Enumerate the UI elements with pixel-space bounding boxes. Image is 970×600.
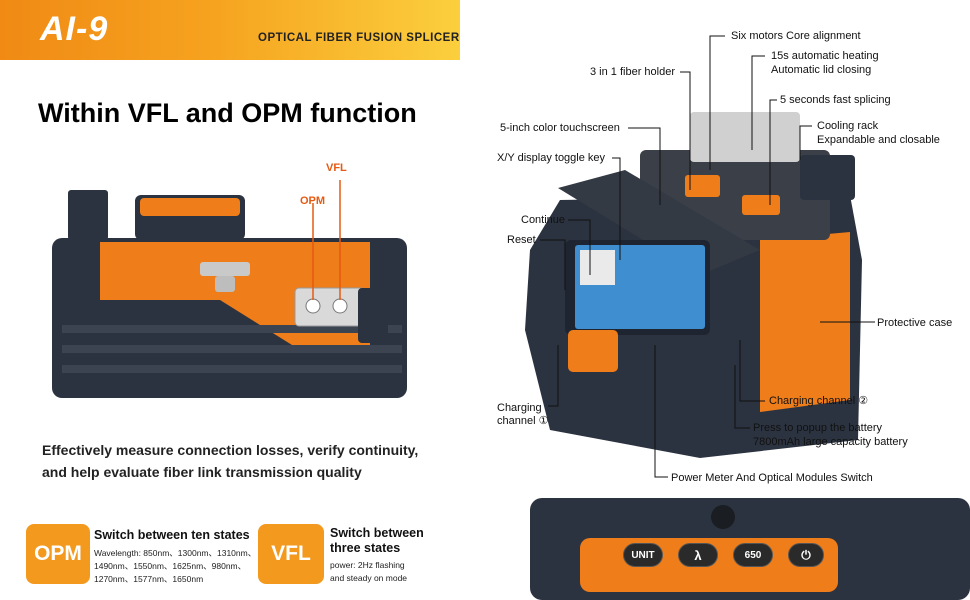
callout-protective-case: Protective case	[877, 317, 953, 329]
headline: Within VFL and OPM function	[38, 98, 417, 128]
splicer-side-view	[52, 180, 407, 398]
callout-heating: 15s automatic heating	[771, 50, 879, 62]
vfl-650-button[interactable]: 650	[733, 543, 773, 567]
callout-cooling-rack: Cooling rack	[817, 120, 879, 132]
vfl-feature-title-2: three states	[330, 541, 401, 555]
vfl-feature-title-1: Switch between	[330, 526, 424, 540]
callout-power-meter: Power Meter And Optical Modules Switch	[671, 472, 873, 484]
callout-battery-sub: 7800mAh large capacity battery	[753, 436, 908, 448]
wavelength-button[interactable]: λ	[678, 543, 718, 567]
callout-charging-1a: Charging	[497, 402, 542, 414]
vfl-feature-line-1: power: 2Hz flashing	[330, 560, 405, 570]
unit-button[interactable]: UNIT	[623, 543, 663, 567]
opm-badge: OPM	[26, 524, 90, 584]
callout-xy-toggle: X/Y display toggle key	[497, 152, 606, 164]
callout-fast-splicing: 5 seconds fast splicing	[780, 94, 891, 106]
model-name: AI-9	[40, 10, 109, 48]
callout-cooling-sub: Expandable and closable	[817, 134, 940, 146]
opm-feature-line-1: Wavelength: 850nm、1300nm、1310nm、	[94, 548, 257, 558]
description-line-2: and help evaluate fiber link transmissio…	[42, 464, 362, 480]
opm-feature-line-3: 1270nm、1577nm、1650nm	[94, 574, 204, 584]
callout-continue: Continue	[521, 214, 566, 226]
opm-feature-line-2: 1490nm、1550nm、1625nm、980nm、	[94, 561, 247, 571]
callout-fiber-holder: 3 in 1 fiber holder	[590, 66, 675, 78]
opm-feature-title: Switch between ten states	[94, 528, 250, 542]
callout-battery: Press to popup the battery	[753, 422, 883, 434]
callout-lid: Automatic lid closing	[771, 64, 872, 76]
callout-charging-2: Charging channel ②	[769, 395, 869, 407]
product-tagline: OPTICAL FIBER FUSION SPLICER	[258, 32, 460, 44]
opm-callout: OPM	[300, 195, 326, 207]
callout-six-motors: Six motors Core alignment	[731, 30, 861, 42]
header-banner: AI-9 OPTICAL FIBER FUSION SPLICER	[0, 0, 460, 60]
callout-charging-1b: channel ①	[497, 415, 549, 427]
power-icon[interactable]: ⏻	[788, 543, 824, 567]
vfl-badge: VFL	[258, 524, 324, 584]
vfl-callout: VFL	[326, 162, 347, 174]
description-line-1: Effectively measure connection losses, v…	[42, 442, 419, 458]
callout-touchscreen: 5-inch color touchscreen	[500, 122, 620, 134]
callout-reset: Reset	[507, 234, 536, 246]
vfl-feature-line-2: and steady on mode	[330, 573, 408, 583]
